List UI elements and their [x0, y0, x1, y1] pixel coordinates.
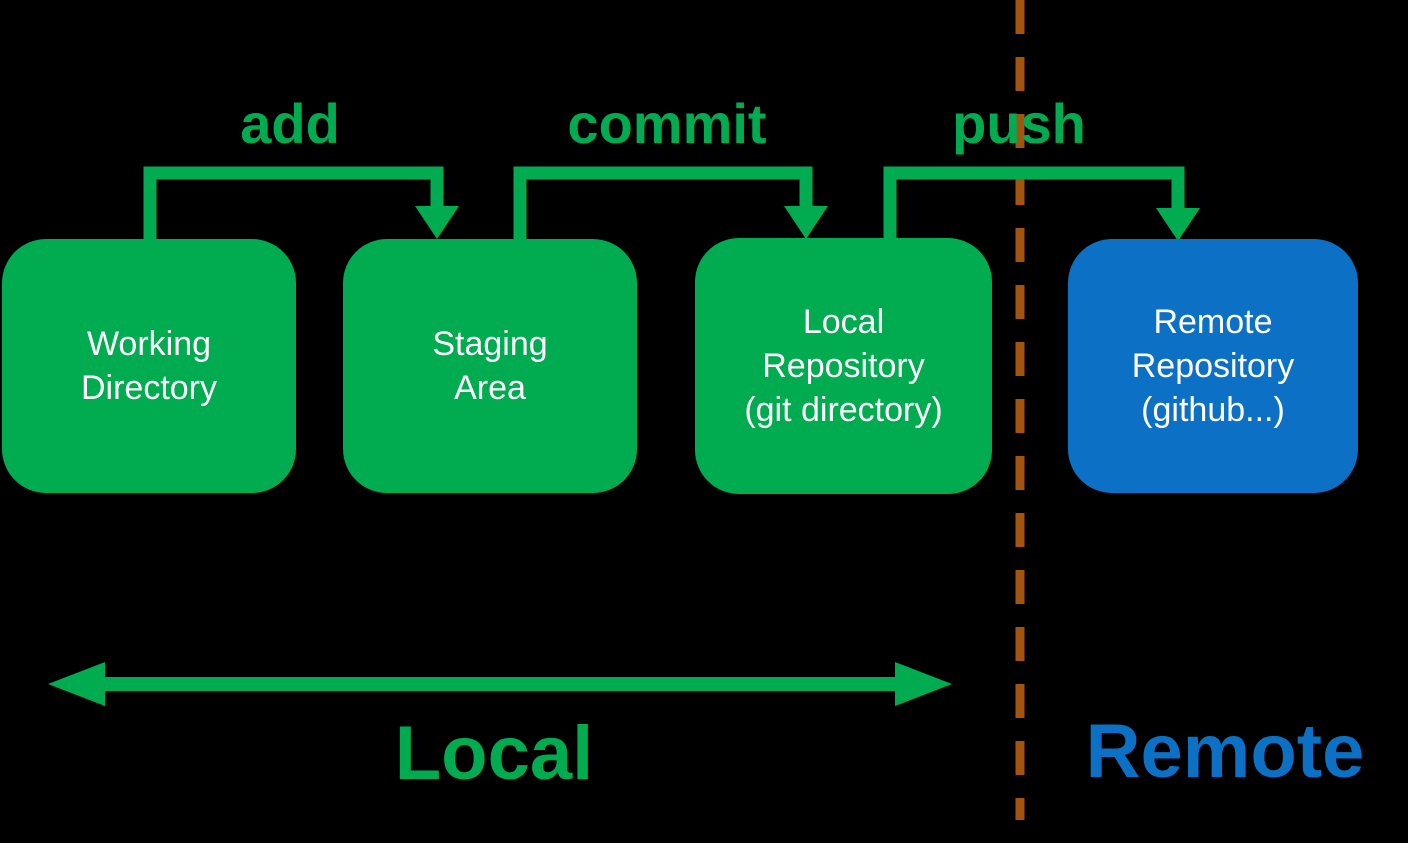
add-arrow-line [143, 166, 444, 240]
add-arrow-label: add [240, 92, 340, 155]
node-local-repository: Local Repository (git directory) [695, 238, 992, 494]
node-remote-repository: Remote Repository (github...) [1068, 239, 1358, 493]
local-region-label: Local [394, 711, 594, 796]
node-working-directory: Working Directory [2, 239, 296, 493]
node-staging-area: Staging Area [343, 239, 637, 493]
commit-arrow-label: commit [567, 92, 767, 155]
local-extent-left-arrowhead-icon [48, 662, 105, 706]
push-arrowhead-icon [1156, 208, 1200, 241]
push-arrow-line [883, 166, 1185, 238]
commit-arrowhead-icon [784, 206, 828, 239]
push-arrow-label: push [952, 92, 1086, 155]
commit-arrow-line [513, 166, 813, 240]
remote-region-label: Remote [1085, 709, 1365, 794]
local-extent-right-arrowhead-icon [895, 662, 952, 706]
add-arrowhead-icon [415, 206, 459, 239]
